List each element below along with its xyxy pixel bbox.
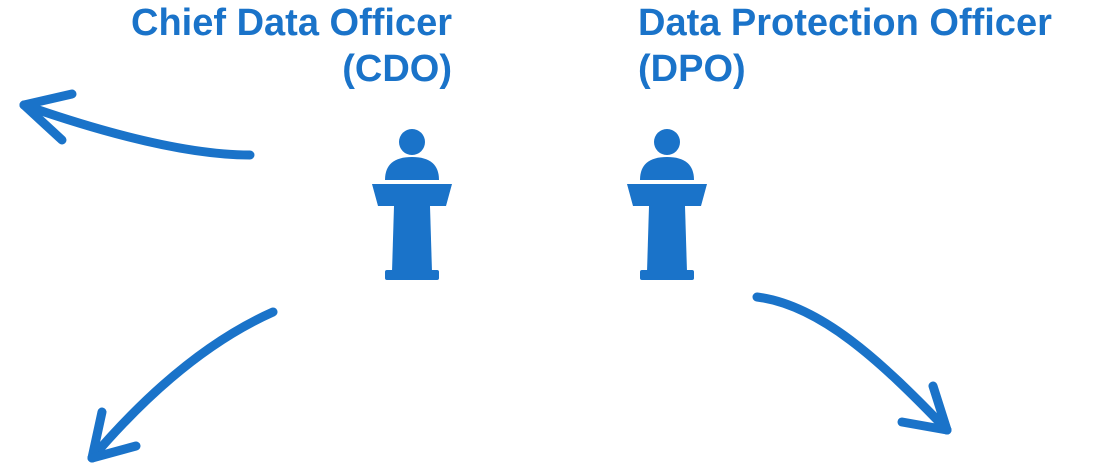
dpo-title: Data Protection Officer (DPO) (638, 0, 1052, 92)
cdo-title-line2: (CDO) (342, 48, 452, 90)
arrow-lower-left-icon (87, 307, 278, 463)
dpo-title-line1: Data Protection Officer (638, 2, 1052, 44)
arrow-lower-right-icon (752, 292, 952, 435)
cdo-speaker-icon (372, 129, 452, 280)
cdo-title-line1: Chief Data Officer (131, 2, 452, 44)
arrow-upper-left-icon (19, 89, 255, 160)
dpo-title-line2: (DPO) (638, 48, 746, 90)
dpo-speaker-icon (627, 129, 707, 280)
cdo-title: Chief Data Officer (CDO) (131, 0, 452, 92)
